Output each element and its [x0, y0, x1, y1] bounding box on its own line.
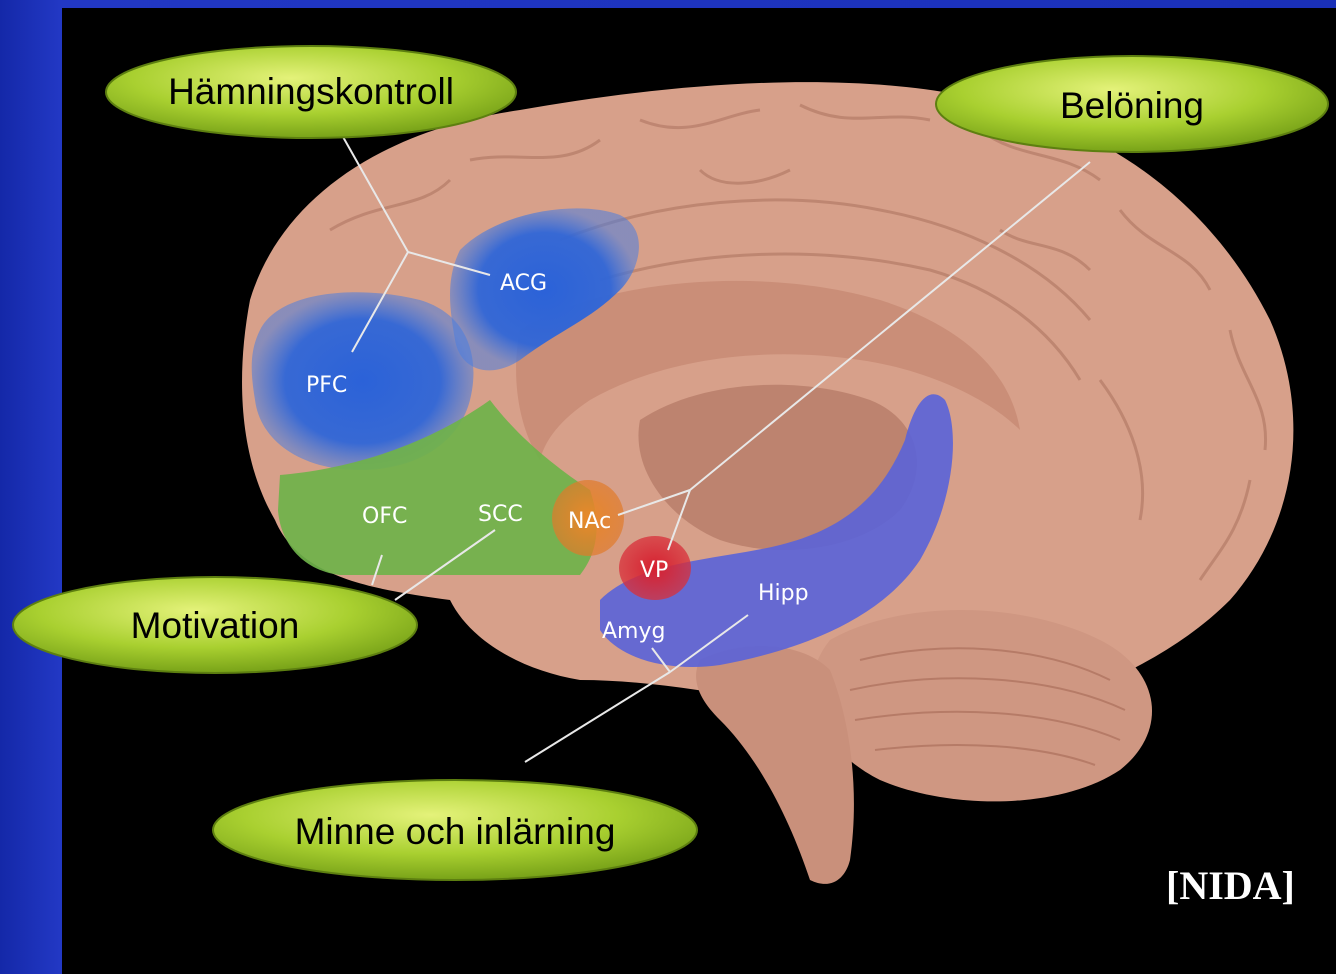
- label-vp: VP: [640, 558, 668, 583]
- callout-motivation-text: Motivation: [131, 605, 300, 646]
- label-hipp: Hipp: [758, 581, 809, 606]
- source-credit: [NIDA]: [1166, 862, 1295, 909]
- label-pfc: PFC: [306, 373, 347, 398]
- label-amyg: Amyg: [602, 619, 665, 644]
- label-acg: ACG: [500, 271, 547, 296]
- callout-inhibition: Hämningskontroll: [106, 46, 516, 138]
- callout-memory: Minne och inlärning: [213, 780, 697, 880]
- callout-inhibition-text: Hämningskontroll: [168, 71, 454, 112]
- callout-reward: Belöning: [936, 56, 1328, 152]
- label-ofc: OFC: [362, 504, 407, 529]
- callout-memory-text: Minne och inlärning: [295, 811, 616, 852]
- callout-reward-text: Belöning: [1060, 85, 1204, 126]
- brainstem: [696, 646, 854, 884]
- label-scc: SCC: [478, 502, 523, 527]
- callout-motivation: Motivation: [13, 577, 417, 673]
- label-nac: NAc: [568, 509, 611, 534]
